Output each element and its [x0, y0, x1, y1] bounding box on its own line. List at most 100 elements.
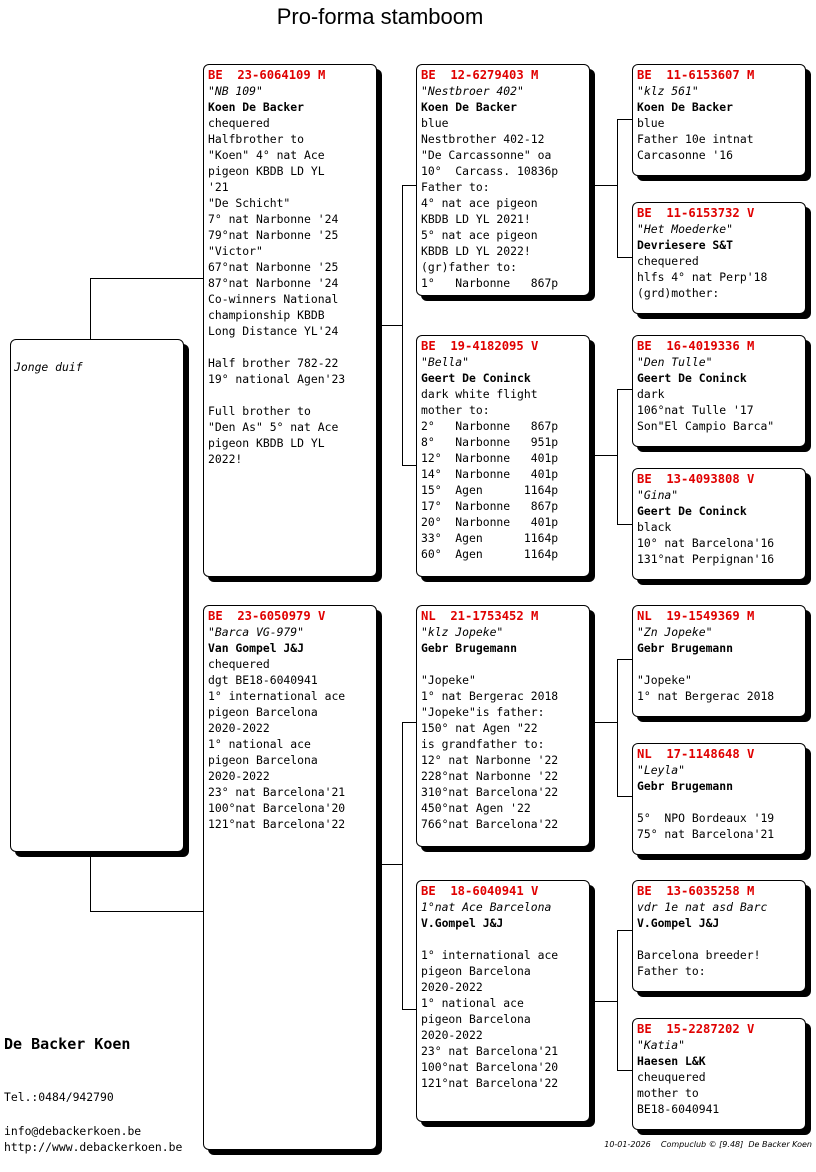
- info-line: 1° national ace: [421, 996, 524, 1010]
- info-line: dark: [637, 387, 665, 401]
- info-line: 106°nat Tulle '17: [637, 403, 754, 417]
- connector-line: [617, 796, 632, 797]
- info-line: mother to:: [421, 403, 490, 417]
- info-line: pigeon Barcelona: [208, 705, 318, 719]
- pigeon-name: "Het Moederke": [637, 222, 734, 236]
- connector-line: [617, 389, 618, 524]
- info-line: 7° nat Narbonne '24: [208, 212, 339, 226]
- info-line: Co-winners National: [208, 292, 339, 306]
- info-line: 14° Narbonne 401p: [421, 467, 559, 481]
- pigeon-name: "Den Tulle": [637, 355, 713, 369]
- connector-line: [402, 1009, 416, 1010]
- info-line: 75° nat Barcelona'21: [637, 827, 775, 841]
- info-line: 450°nat Agen '22: [421, 801, 531, 815]
- breeder-email[interactable]: info@debackerkoen.be: [4, 1124, 142, 1138]
- mother-card[interactable]: BE 23-6050979 V "Barca VG-979" Van Gompel …: [203, 605, 377, 1150]
- connector-line: [402, 722, 403, 1009]
- info-line: (grd)mother:: [637, 286, 720, 300]
- info-line: pigeon Barcelona: [421, 964, 531, 978]
- ring-number: BE 23-6064109 M: [208, 68, 326, 82]
- ring-number: NL 17-1148648 V: [637, 747, 755, 761]
- info-line: 121°nat Barcelona'22: [421, 1076, 559, 1090]
- info-line: 79°nat Narbonne '25: [208, 228, 339, 242]
- info-line: 12° nat Narbonne '22: [421, 753, 559, 767]
- ring-number: BE 11-6153607 M: [637, 68, 755, 82]
- info-line: Full brother to: [208, 404, 311, 418]
- pigeon-name: "NB 109": [208, 84, 263, 98]
- ring-number: BE 16-4019336 M: [637, 339, 755, 353]
- connector-line: [402, 185, 403, 465]
- ggm-ff-card[interactable]: BE 11-6153732 V"Het Moederke"Devriesere …: [632, 202, 806, 314]
- connector-line: [590, 1001, 617, 1002]
- breeder-phone: Tel.:0484/942790: [4, 1090, 114, 1104]
- owner-name: V.Gompel J&J: [637, 916, 720, 930]
- info-line: [208, 339, 372, 355]
- info-line: 2020-2022: [421, 980, 483, 994]
- info-line: black: [637, 520, 672, 534]
- info-line: [637, 794, 801, 810]
- owner-name: Geert De Coninck: [421, 371, 531, 385]
- ring-number: BE 15-2287202 V: [637, 1022, 755, 1036]
- info-line: chequered: [208, 657, 270, 671]
- info-line: 1° national ace: [208, 737, 311, 751]
- info-line: hlfs 4° nat Perp'18: [637, 270, 768, 284]
- owner-name: Gebr Brugemann: [637, 779, 734, 793]
- owner-name: Van Gompel J&J: [208, 641, 305, 655]
- info-line: 20° Narbonne 401p: [421, 515, 559, 529]
- subject-pigeon-card[interactable]: [10, 339, 184, 852]
- info-line: 121°nat Barcelona'22: [208, 817, 346, 831]
- breeder-website[interactable]: http://www.debackerkoen.be: [4, 1140, 183, 1154]
- info-line: [637, 656, 801, 672]
- info-line: 100°nat Barcelona'20: [208, 801, 346, 815]
- info-line: blue: [421, 116, 449, 130]
- ring-number: NL 19-1549369 M: [637, 609, 755, 623]
- connector-line: [617, 1070, 632, 1071]
- info-line: [637, 931, 801, 947]
- pigeon-name: "klz 561": [637, 84, 699, 98]
- info-line: 310°nat Barcelona'22: [421, 785, 559, 799]
- ring-number: BE 23-6050979 V: [208, 609, 326, 623]
- ring-number: BE 13-4093808 V: [637, 472, 755, 486]
- info-line: 23° nat Barcelona'21: [208, 785, 346, 799]
- footer-breeder: De Backer Koen: [748, 1140, 812, 1149]
- info-line: 1° nat Bergerac 2018: [421, 689, 559, 703]
- paternal-grandfather-card[interactable]: BE 12-6279403 M"Nestbroer 402"Koen De Ba…: [416, 64, 590, 296]
- info-line: "De Schicht": [208, 196, 291, 210]
- pigeon-name: "Bella": [421, 355, 470, 369]
- owner-name: Devriesere S&T: [637, 238, 734, 252]
- info-line: 12° Narbonne 401p: [421, 451, 559, 465]
- info-line: 23° nat Barcelona'21: [421, 1044, 559, 1058]
- page-title: Pro-forma stamboom: [276, 4, 484, 29]
- info-line: 5° nat ace pigeon: [421, 228, 538, 242]
- connector-line: [90, 278, 91, 339]
- connector-line: [377, 864, 402, 865]
- owner-name: Geert De Coninck: [637, 371, 747, 385]
- info-line: 4° nat ace pigeon: [421, 196, 538, 210]
- footer-software: Compuclub © [9.48]: [660, 1140, 744, 1149]
- connector-line: [617, 659, 632, 660]
- info-line: cheuquered: [637, 1070, 706, 1084]
- pigeon-name: 1°nat Ace Barcelona: [421, 900, 552, 914]
- info-line: Long Distance YL'24: [208, 324, 339, 338]
- info-line: 67°nat Narbonne '25: [208, 260, 339, 274]
- info-line: [421, 931, 585, 947]
- owner-name: Koen De Backer: [208, 100, 305, 114]
- info-line: Carcasonne '16: [637, 148, 734, 162]
- ggf-fm-card[interactable]: BE 16-4019336 M "Den Tulle" Geert De Conin…: [632, 335, 806, 447]
- info-line: 2020-2022: [421, 1028, 483, 1042]
- info-line: 1° international ace: [208, 689, 346, 703]
- pigeon-name: "Barca VG-979": [208, 625, 305, 639]
- ggf-mf-card[interactable]: NL 19-1549369 M"Zn Jopeke"Gebr Brugemann…: [632, 605, 806, 717]
- info-line: pigeon KBDB LD YL: [208, 164, 325, 178]
- maternal-grandfather-card[interactable]: NL 21-1753452 M"klz Jopeke"Gebr Brugeman…: [416, 605, 590, 847]
- info-line: chequered: [637, 254, 699, 268]
- pigeon-name: "Leyla": [637, 763, 686, 777]
